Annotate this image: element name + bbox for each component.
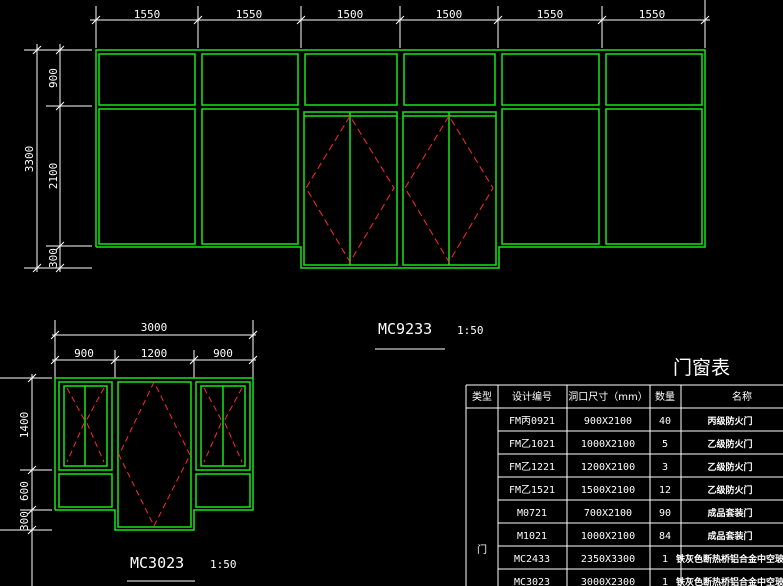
schedule-header-name: 名称 (732, 390, 752, 403)
schedule-cell-qty: 84 (659, 531, 671, 542)
schedule-rows: FM丙0921 900X2100 40 丙级防火门 FM乙1021 1000X2100 5 乙… (509, 415, 783, 586)
mc3023-scale: 1:50 (210, 558, 237, 571)
schedule-cell-size: 1200X2100 (581, 462, 635, 473)
mc9233-label: MC9233 (378, 320, 432, 338)
mc9233-top-dimension (90, 0, 710, 48)
schedule-cell-name: 铁灰色断热桥铝合金中空玻 (676, 553, 783, 565)
mc3023-frames (54, 377, 254, 531)
mc9233-dim-4: 1500 (436, 8, 463, 21)
mc9233-dim-3: 1500 (337, 8, 364, 21)
mc3023-width-1: 900 (74, 347, 94, 360)
mc9233-dim-1: 1550 (134, 8, 161, 21)
schedule-cell-code: M1021 (517, 531, 547, 542)
schedule-cell-qty: 90 (659, 508, 671, 519)
mc9233-swing-lines (305, 115, 494, 263)
mc9233-height-1: 900 (47, 68, 60, 88)
mc9233-height-2: 2100 (47, 163, 60, 190)
schedule-header-qty: 数量 (655, 390, 675, 403)
schedule-cell-code: FM乙1221 (509, 461, 555, 473)
mc3023-top-dimension (50, 320, 258, 378)
schedule-cell-size: 1000X2100 (581, 439, 635, 450)
schedule-cell-qty: 5 (662, 439, 668, 450)
schedule-cell-name: 乙级防火门 (707, 461, 752, 473)
schedule-cell-size: 1500X2100 (581, 485, 635, 496)
schedule-cell-name: 成品套装门 (707, 530, 752, 542)
schedule-title: 门窗表 (673, 357, 730, 379)
schedule-cell-size: 1000X2100 (581, 531, 635, 542)
mc3023-height-2: 600 (18, 481, 31, 501)
mc3023-total-width: 3000 (141, 321, 168, 334)
mc9233-left-dimension (24, 44, 92, 273)
mc3023-height-3: 300 (18, 511, 31, 531)
schedule-cell-name: 成品套装门 (707, 507, 752, 519)
schedule-header-size: 洞口尺寸（mm） (568, 390, 647, 403)
mc9233-dim-5: 1550 (537, 8, 564, 21)
schedule-header-type: 类型 (472, 390, 492, 403)
door-window-schedule: 门窗表 类型 设计编号 洞口尺寸（mm） 数量 名称 门 FM丙0921 900X… (465, 357, 783, 586)
mc9233-height-3: 300 (47, 248, 60, 268)
schedule-cell-size: 3000X2300 (581, 577, 635, 586)
mc3023-elevation: 3000 900 1200 900 1400 600 300 (0, 320, 258, 586)
mc3023-width-3: 900 (213, 347, 233, 360)
mc3023-width-2: 1200 (141, 347, 168, 360)
schedule-cell-code: FM乙1021 (509, 438, 555, 450)
schedule-cell-name: 乙级防火门 (707, 438, 752, 450)
schedule-cell-qty: 1 (662, 554, 668, 565)
schedule-cell-name: 丙级防火门 (707, 415, 752, 427)
mc9233-dim-6: 1550 (639, 8, 666, 21)
schedule-cell-code: M0721 (517, 508, 547, 519)
schedule-cell-code: FM丙0921 (509, 416, 555, 427)
mc9233-total-height: 3300 (23, 146, 36, 173)
schedule-grid (465, 384, 783, 586)
schedule-cell-name: 乙级防火门 (707, 484, 752, 496)
schedule-cell-qty: 1 (662, 577, 668, 586)
schedule-header-code: 设计编号 (512, 390, 552, 403)
mc9233-dim-2: 1550 (236, 8, 263, 21)
mc3023-swing-lines (66, 381, 243, 528)
schedule-cell-qty: 40 (659, 416, 671, 427)
schedule-type-door: 门 (477, 543, 487, 556)
schedule-cell-name: 铁灰色断热桥铝合金中空玻 (676, 576, 783, 586)
schedule-cell-qty: 12 (659, 485, 671, 496)
schedule-cell-code: FM乙1521 (509, 484, 555, 496)
schedule-cell-size: 700X2100 (584, 508, 632, 519)
mc3023-left-dimension (0, 373, 52, 586)
mc9233-elevation: 1550 1550 1500 1500 1550 1550 3300 900 2… (23, 0, 710, 350)
schedule-cell-qty: 3 (662, 462, 668, 473)
mc3023-label: MC3023 (130, 554, 184, 572)
schedule-cell-size: 2350X3300 (581, 554, 635, 565)
mc3023-height-1: 1400 (18, 412, 31, 439)
schedule-cell-code: MC3023 (514, 577, 550, 586)
mc9233-scale: 1:50 (457, 324, 484, 337)
mc9233-frames (95, 49, 706, 269)
schedule-cell-code: MC2433 (514, 554, 550, 565)
schedule-cell-size: 900X2100 (584, 416, 632, 427)
